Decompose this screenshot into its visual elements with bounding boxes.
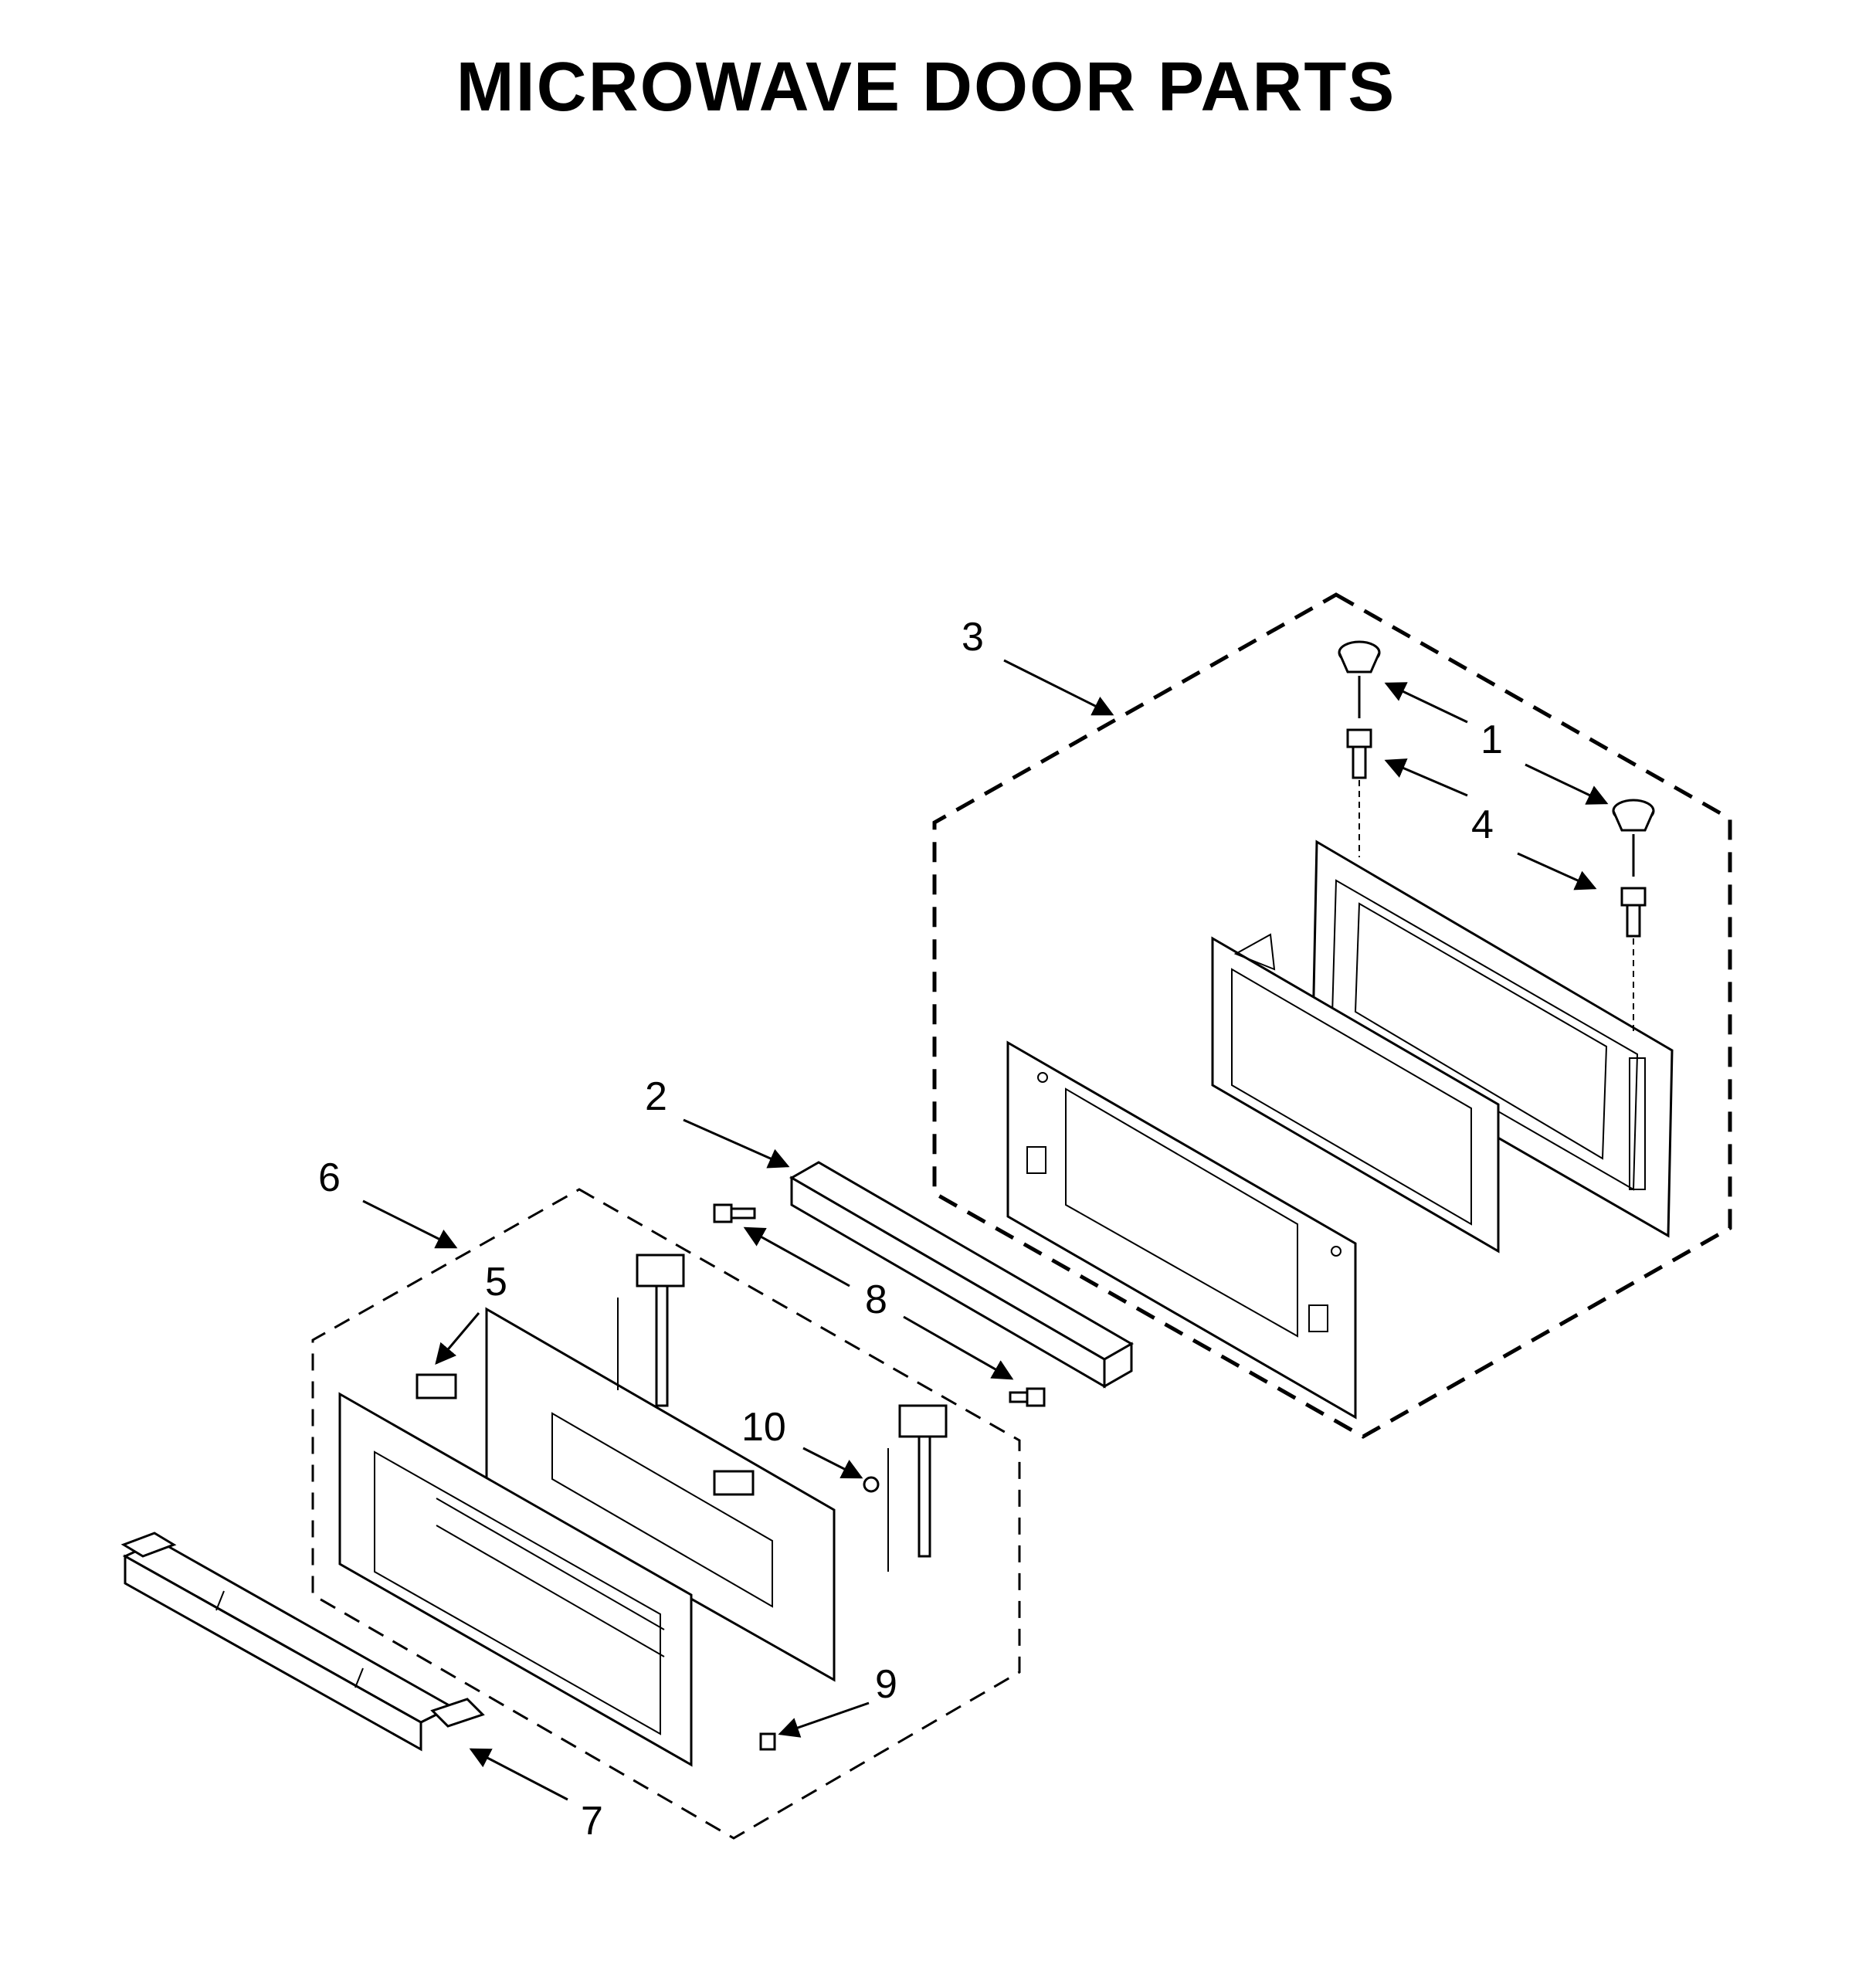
leader-1b xyxy=(1525,763,1609,805)
callout-10: 10 xyxy=(741,1405,786,1450)
door-handle xyxy=(120,1532,485,1752)
leader-6 xyxy=(362,1199,458,1249)
choke-cover-bar xyxy=(789,1161,1135,1389)
leader-7 xyxy=(469,1748,568,1801)
callout-6: 6 xyxy=(318,1155,341,1200)
assembly-3-boundary xyxy=(932,592,1732,1439)
glass-brackets xyxy=(416,1254,948,1572)
leader-9 xyxy=(778,1701,870,1738)
leader-10 xyxy=(802,1447,863,1479)
door-outer-panel xyxy=(1006,1040,1357,1420)
callout-2: 2 xyxy=(645,1074,667,1119)
nut xyxy=(863,1476,880,1493)
callout-1: 1 xyxy=(1481,718,1503,762)
callout-5: 5 xyxy=(485,1260,507,1304)
callout-4: 4 xyxy=(1471,802,1494,847)
callout-3: 3 xyxy=(962,615,984,660)
assembly-6-boundary xyxy=(311,1188,1021,1840)
callout-7: 7 xyxy=(581,1799,603,1844)
leader-3 xyxy=(1003,659,1114,716)
callout-8: 8 xyxy=(865,1277,887,1322)
inner-door-panel xyxy=(1311,840,1674,1238)
leader-2 xyxy=(683,1118,790,1169)
pad xyxy=(759,1732,776,1751)
page-title: MICROWAVE DOOR PARTS xyxy=(456,49,1396,126)
leader-4a xyxy=(1384,758,1468,797)
leader-8a xyxy=(743,1226,850,1287)
handle-screws xyxy=(713,1203,1046,1407)
leader-1a xyxy=(1384,682,1468,724)
door-glass-panels xyxy=(338,1307,836,1767)
hinge-cap-plugs xyxy=(1338,640,1655,877)
hinge-screws xyxy=(1346,728,1647,1035)
callout-9: 9 xyxy=(875,1662,897,1707)
leader-4b xyxy=(1517,852,1597,891)
choke-frame xyxy=(1211,933,1500,1254)
leader-5 xyxy=(435,1312,480,1365)
leader-8b xyxy=(903,1315,1014,1380)
